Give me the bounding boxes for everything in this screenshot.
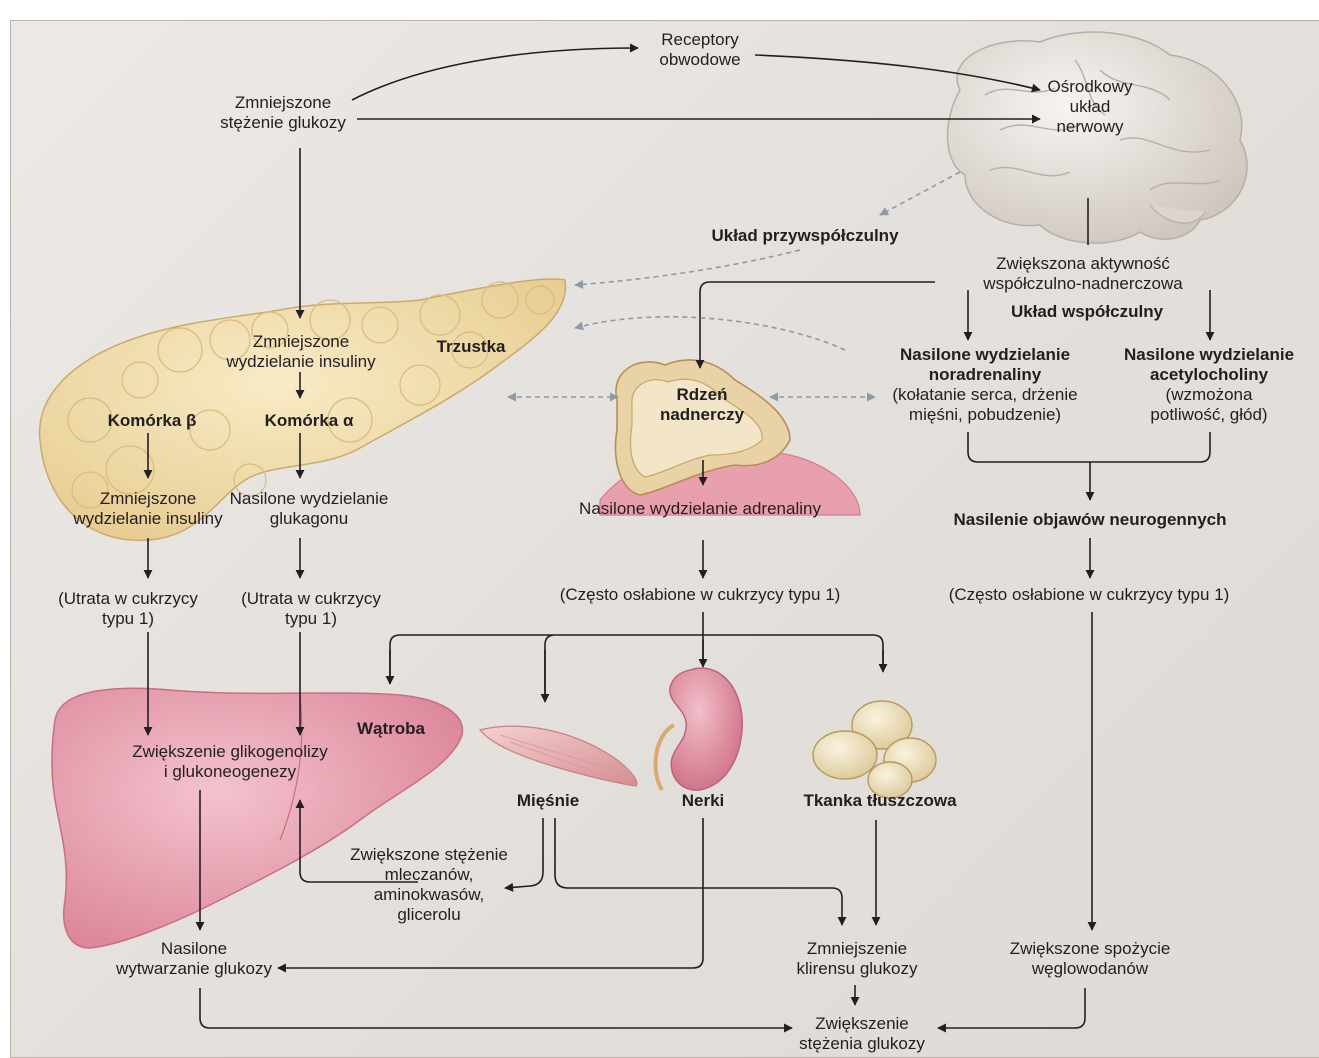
node-pancreas: Trzustka xyxy=(437,337,506,357)
pancreas-insulin-line-1: Zmniejszone xyxy=(226,332,375,352)
node-muscles: Mięśnie xyxy=(517,791,579,811)
node-neurogenic: Nasilenie objawów neurogennych xyxy=(954,510,1227,530)
carb-intake-line-1: Zwiększone spożycie xyxy=(1010,939,1171,959)
reduced-clearance-line-1: Zmniejszenie xyxy=(797,939,918,959)
node-adipose: Tkanka tłuszczowa xyxy=(803,791,956,811)
adrenal-medulla-line-2: nadnerczy xyxy=(660,405,744,425)
glucose-production-line-2: wytwarzanie glukozy xyxy=(116,959,272,979)
noradrenaline-effects-line-2: mięśni, pobudzenie) xyxy=(892,405,1077,425)
arrow-production-to-rise xyxy=(200,988,792,1028)
node-glycogenolysis: Zwiększenie glikogenolizy i glukoneogene… xyxy=(132,742,328,782)
substrates-line-1: Zwiększone stężenie xyxy=(350,845,508,865)
arrow-adrenaline-to-targets xyxy=(390,612,883,700)
node-neurogenic-attenuated: (Często osłabione w cukrzycy typu 1) xyxy=(949,585,1230,605)
adipose-illustration xyxy=(813,701,936,798)
receptors-line-2: obwodowe xyxy=(659,50,740,70)
arrow-muscle-to-substrates xyxy=(505,818,543,888)
noradrenaline-effects-line-1: (kołatanie serca, drżenie xyxy=(892,385,1077,405)
acetylcholine-effects-line-1: (wzmożona xyxy=(1124,385,1294,405)
node-receptors: Receptory obwodowe xyxy=(659,30,740,70)
acetylcholine-title-line-2: acetylocholiny xyxy=(1124,365,1294,385)
dashed-parasympathetic-to-pancreas xyxy=(575,250,800,285)
adrenal-illustration xyxy=(600,360,860,515)
node-alpha-glucagon: Nasilone wydzielanie glukagonu xyxy=(230,489,389,529)
dashed-sympathetic-to-pancreas xyxy=(575,317,845,350)
glycogenolysis-line-1: Zwiększenie glikogenolizy xyxy=(132,742,328,762)
substrates-line-3: aminokwasów, xyxy=(350,885,508,905)
node-alpha-loss: (Utrata w cukrzycy typu 1) xyxy=(241,589,381,629)
brain-illustration xyxy=(948,32,1248,243)
node-beta-cell: Komórka β xyxy=(108,411,197,431)
low-glucose-line-2: stężenie glukozy xyxy=(220,113,346,133)
node-acetylcholine: Nasilone wydzielanie acetylocholiny (wzm… xyxy=(1124,345,1294,425)
node-sympathoadrenal: Zwiększona aktywność współczulno-nadnerc… xyxy=(983,254,1182,294)
pancreas-insulin-line-2: wydzielanie insuliny xyxy=(226,352,375,372)
alpha-loss-line-1: (Utrata w cukrzycy xyxy=(241,589,381,609)
node-adrenaline-attenuated: (Często osłabione w cukrzycy typu 1) xyxy=(560,585,841,605)
acetylcholine-effects-line-2: potliwość, głód) xyxy=(1124,405,1294,425)
node-adrenaline: Nasilone wydzielanie adrenaliny xyxy=(579,499,821,519)
bracket-neurogenic xyxy=(968,432,1210,500)
node-liver: Wątroba xyxy=(357,719,425,739)
muscle-illustration xyxy=(480,726,637,786)
alpha-glucagon-line-1: Nasilone wydzielanie xyxy=(230,489,389,509)
cns-line-3: nerwowy xyxy=(1047,117,1132,137)
glucose-rise-line-1: Zwiększenie xyxy=(799,1014,925,1034)
node-substrates: Zwiększone stężenie mleczanów, aminokwas… xyxy=(350,845,508,925)
kidney-illustration xyxy=(656,668,743,790)
node-reduced-clearance: Zmniejszenie klirensu glukozy xyxy=(797,939,918,979)
node-glucose-production: Nasilone wytwarzanie glukozy xyxy=(116,939,272,979)
node-alpha-cell: Komórka α xyxy=(265,411,354,431)
node-glucose-rise: Zwiększenie stężenia glukozy xyxy=(799,1014,925,1054)
node-beta-loss: (Utrata w cukrzycy typu 1) xyxy=(58,589,198,629)
node-sympathetic: Układ współczulny xyxy=(1011,302,1163,322)
substrates-line-4: glicerolu xyxy=(350,905,508,925)
beta-insulin-line-1: Zmniejszone xyxy=(73,489,222,509)
adrenal-medulla-line-1: Rdzeń xyxy=(660,385,744,405)
sympathoadrenal-line-1: Zwiększona aktywność xyxy=(983,254,1182,274)
node-beta-insulin: Zmniejszone wydzielanie insuliny xyxy=(73,489,222,529)
alpha-glucagon-line-2: glukagonu xyxy=(230,509,389,529)
arrow-low-glucose-to-receptors xyxy=(352,48,638,100)
dashed-cns-to-parasympathetic xyxy=(880,172,960,215)
node-parasympathetic: Układ przywspółczulny xyxy=(711,226,898,246)
reduced-clearance-line-2: klirensu glukozy xyxy=(797,959,918,979)
cns-line-1: Ośrodkowy xyxy=(1047,77,1132,97)
beta-loss-line-1: (Utrata w cukrzycy xyxy=(58,589,198,609)
beta-insulin-line-2: wydzielanie insuliny xyxy=(73,509,222,529)
cns-line-2: układ xyxy=(1047,97,1132,117)
low-glucose-line-1: Zmniejszone xyxy=(220,93,346,113)
node-noradrenaline: Nasilone wydzielanie noradrenaliny (koła… xyxy=(892,345,1077,425)
noradrenaline-title-line-2: noradrenaliny xyxy=(892,365,1077,385)
node-carb-intake: Zwiększone spożycie węglowodanów xyxy=(1010,939,1171,979)
arrow-muscle-to-clearance xyxy=(555,818,842,925)
glucose-production-line-1: Nasilone xyxy=(116,939,272,959)
arrow-intake-to-rise xyxy=(938,988,1085,1028)
substrates-line-2: mleczanów, xyxy=(350,865,508,885)
acetylcholine-title-line-1: Nasilone wydzielanie xyxy=(1124,345,1294,365)
glucose-rise-line-2: stężenia glukozy xyxy=(799,1034,925,1054)
beta-loss-line-2: typu 1) xyxy=(58,609,198,629)
sympathoadrenal-line-2: współczulno-nadnerczowa xyxy=(983,274,1182,294)
glycogenolysis-line-2: i glukoneogenezy xyxy=(132,762,328,782)
node-kidneys: Nerki xyxy=(682,791,725,811)
node-low-glucose: Zmniejszone stężenie glukozy xyxy=(220,93,346,133)
noradrenaline-title-line-1: Nasilone wydzielanie xyxy=(892,345,1077,365)
node-pancreas-insulin: Zmniejszone wydzielanie insuliny xyxy=(226,332,375,372)
node-adrenal-medulla: Rdzeń nadnerczy xyxy=(660,385,744,425)
carb-intake-line-2: węglowodanów xyxy=(1010,959,1171,979)
receptors-line-1: Receptory xyxy=(659,30,740,50)
node-cns: Ośrodkowy układ nerwowy xyxy=(1047,77,1132,137)
alpha-loss-line-2: typu 1) xyxy=(241,609,381,629)
